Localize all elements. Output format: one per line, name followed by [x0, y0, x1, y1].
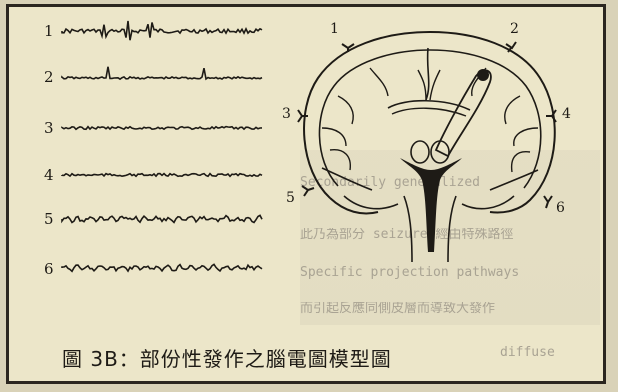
electrode-label: 3 [282, 106, 291, 122]
eeg-waveform [62, 215, 262, 222]
eeg-trace-1: 1 [44, 21, 262, 40]
sulcus [338, 96, 353, 124]
fissure-fold [418, 70, 426, 100]
trace-label: 5 [44, 210, 54, 228]
brain-cross-section [304, 32, 555, 262]
electrode-label: 6 [556, 200, 565, 216]
trace-label: 4 [44, 166, 54, 184]
figure-caption: 圖 3B：部份性發作之腦電圖模型圖 [62, 343, 392, 372]
eeg-traces: 1 2 3 4 5 6 [44, 21, 262, 278]
eeg-waveform [62, 21, 262, 40]
electrode-5: 5 [286, 186, 314, 206]
trace-label: 6 [44, 260, 54, 278]
eeg-waveform [62, 67, 262, 79]
eeg-trace-3: 3 [44, 119, 262, 137]
electrode-label: 1 [330, 21, 339, 37]
electrode-6: 6 [544, 196, 565, 216]
trace-label: 1 [44, 22, 54, 40]
brainstem-outline-right [448, 196, 456, 262]
sulcus [505, 96, 520, 124]
lateral-fissure-right [490, 170, 538, 190]
longitudinal-fissure [426, 48, 429, 100]
eeg-waveform [62, 174, 262, 177]
trace-label: 3 [44, 119, 54, 137]
sulcus [370, 68, 388, 96]
eeg-trace-5: 5 [44, 210, 262, 228]
eeg-waveform [62, 264, 262, 271]
head-outline-left-lower [330, 198, 378, 213]
electrode-label: 2 [510, 21, 519, 37]
electrode-1: 1 [330, 21, 354, 52]
thalamus-left [411, 141, 429, 163]
brainstem-outline-left [404, 196, 412, 262]
sulcus [330, 150, 350, 170]
sulcus [322, 128, 346, 146]
temporal-lobe-right [462, 196, 514, 209]
sulcus [512, 152, 530, 172]
electrode-label: 5 [286, 190, 295, 206]
sulcus [514, 128, 538, 146]
lateral-fissure-left [322, 168, 372, 190]
trace-label: 2 [44, 68, 54, 86]
electrode-4: 4 [546, 106, 571, 122]
eeg-trace-4: 4 [44, 166, 262, 184]
fissure-fold [430, 70, 440, 100]
eeg-trace-6: 6 [44, 260, 262, 278]
epileptic-focus [477, 69, 489, 81]
eeg-trace-2: 2 [44, 67, 262, 86]
temporal-lobe-left [344, 196, 398, 209]
eeg-waveform [62, 127, 262, 130]
electrode-label: 4 [562, 106, 571, 122]
electrode-2: 2 [506, 21, 519, 52]
